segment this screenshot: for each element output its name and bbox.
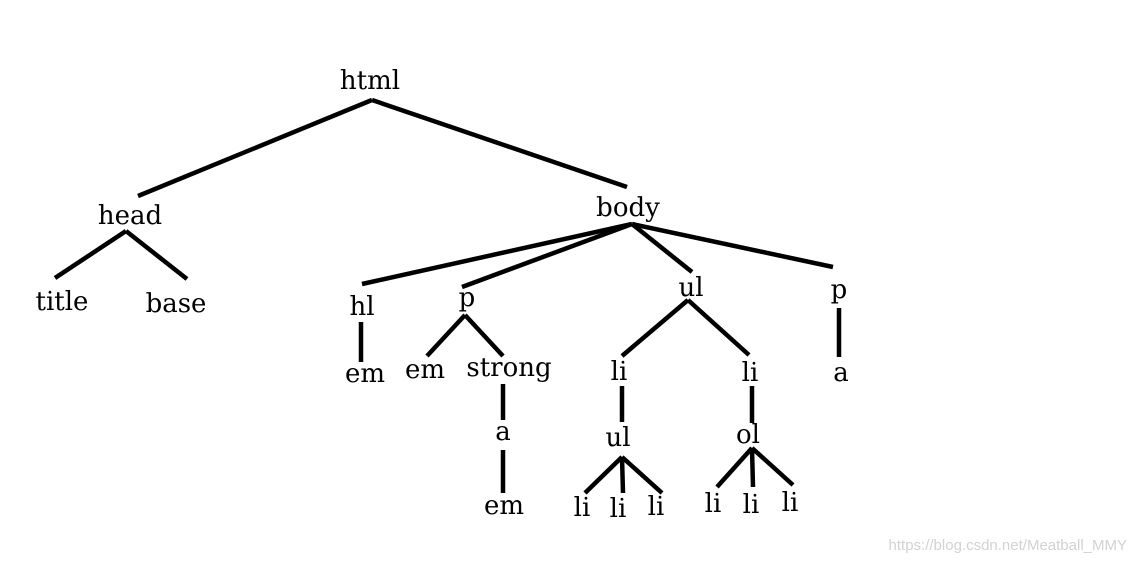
edge-body-p1 [461, 221, 633, 290]
edge-html-body [371, 97, 628, 190]
node-ul1: ul [678, 273, 703, 303]
edge-ul1-li1 [620, 298, 690, 358]
edge-ol-li6 [715, 446, 754, 489]
node-head: head [98, 201, 162, 231]
edge-p1-strong [463, 313, 505, 358]
node-a2: a [833, 358, 849, 388]
node-li2: li [742, 358, 759, 388]
edge-body-p2 [631, 221, 834, 270]
node-h1: hl [349, 292, 374, 322]
node-strong: strong [466, 353, 551, 383]
node-title: title [36, 287, 89, 317]
edge-ol-li7 [749, 447, 756, 488]
edge-head-base [124, 229, 189, 281]
node-li7: li [743, 490, 760, 520]
node-em1: em [345, 359, 385, 389]
edge-body-ul1 [630, 222, 694, 274]
edge-body-h1 [361, 221, 633, 287]
node-ul2: ul [605, 423, 630, 453]
node-base: base [146, 289, 207, 319]
node-li6: li [705, 489, 722, 519]
edge-ul2-li3 [583, 455, 624, 495]
node-li5: li [648, 492, 665, 522]
node-p2: p [831, 275, 848, 305]
tree-labels: html head body title base hl em p em strong a em ul l… [36, 66, 849, 524]
edge-head-title [53, 229, 128, 280]
edge-html-head [137, 97, 373, 199]
node-li8: li [782, 488, 799, 518]
node-li3: li [574, 493, 591, 523]
edge-ul2-li4 [619, 456, 626, 494]
node-body: body [596, 193, 660, 223]
node-p1: p [459, 283, 476, 313]
edge-ul2-li5 [620, 455, 664, 495]
edge-ol-li8 [750, 446, 795, 487]
edge-p1-em2 [425, 313, 467, 358]
tree-edges [53, 97, 842, 495]
node-ol: ol [736, 420, 760, 450]
edge-ul1-li2 [686, 298, 751, 357]
node-li1: li [611, 357, 628, 387]
node-em3: em [484, 491, 524, 521]
node-html: html [340, 66, 400, 96]
node-li4: li [610, 494, 627, 524]
watermark: https://blog.csdn.net/Meatball_MMY [889, 537, 1127, 554]
node-em2: em [405, 355, 445, 385]
node-a1: a [495, 417, 511, 447]
